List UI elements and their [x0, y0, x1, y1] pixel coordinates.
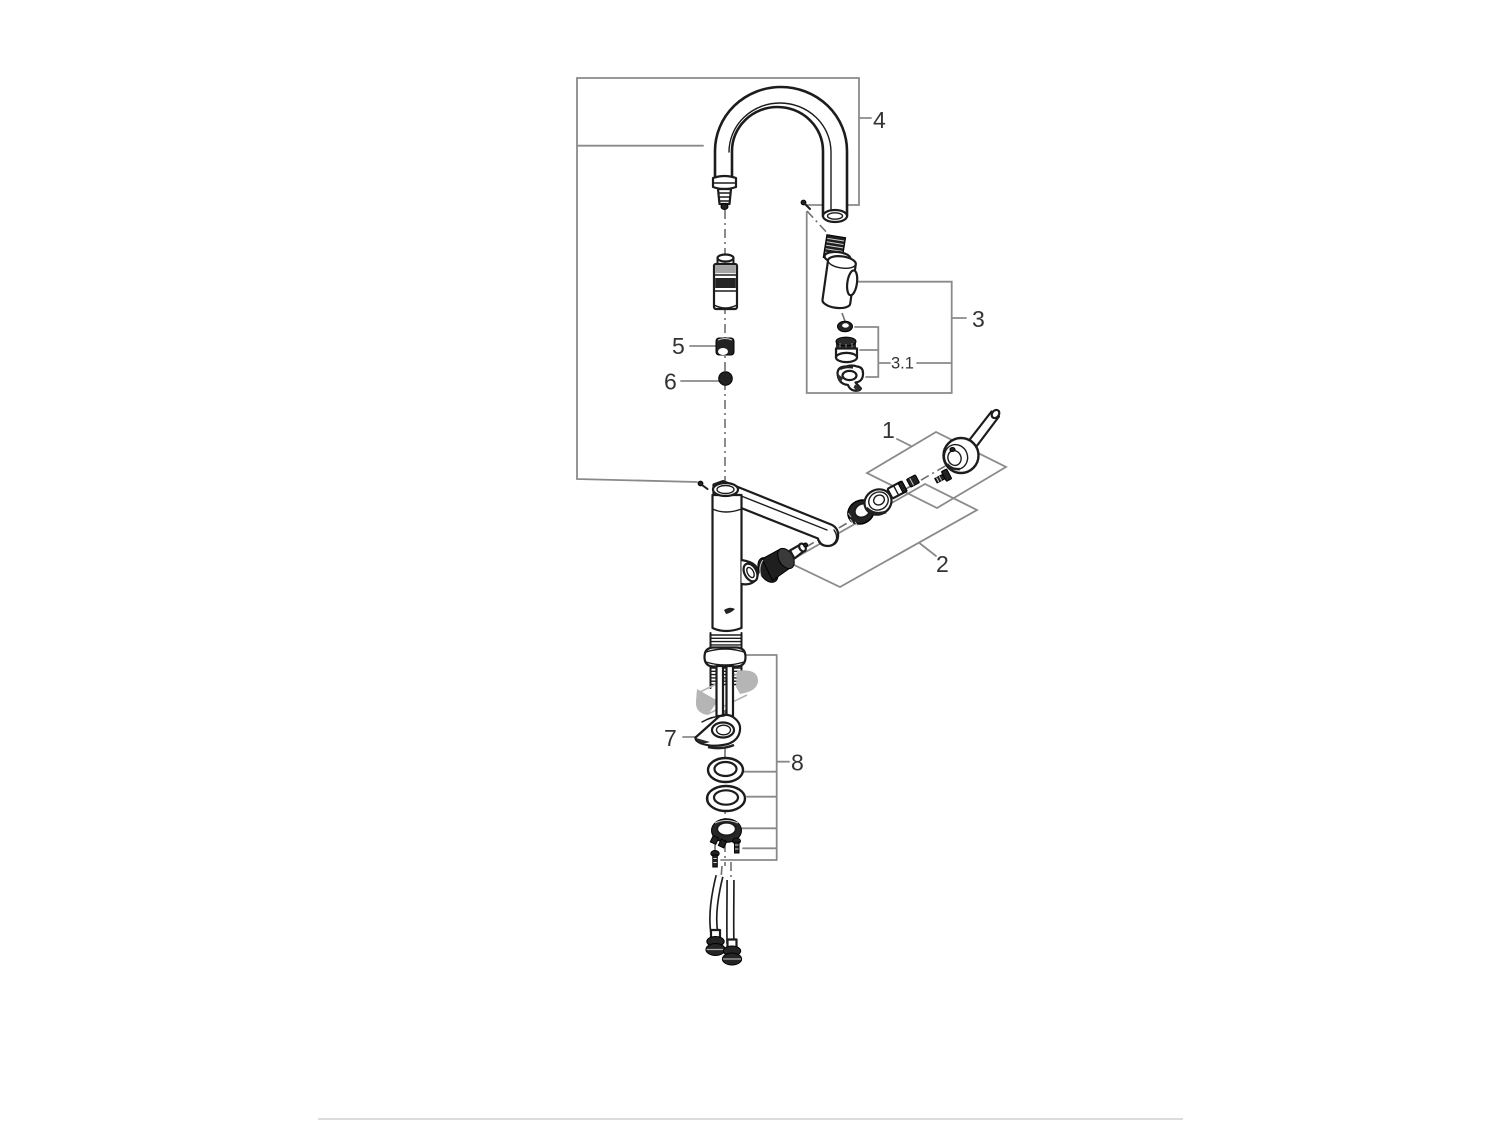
callout-bracket-8 [720, 654, 790, 861]
part-label-6: 6 [664, 369, 677, 395]
clamp-ring-drawing [707, 818, 742, 849]
mousseur-3-1 [834, 336, 859, 364]
callout-bracket-3 [805, 211, 967, 394]
cartridge-drawing [757, 542, 808, 583]
grub-screw-drawing [906, 474, 920, 488]
callout-ticks [680, 345, 721, 738]
part-label-2: 2 [936, 551, 949, 577]
part-6-drawing [718, 371, 733, 386]
hose-connector-left [705, 928, 726, 956]
wing-nut-drawing [694, 713, 742, 750]
supply-hoses [705, 874, 743, 966]
spout-drawing [711, 85, 849, 224]
hose-connector-part [712, 253, 739, 311]
supply-stubs [715, 664, 735, 718]
part-5-drawing [715, 337, 735, 356]
callout-bracket-4 [576, 77, 872, 483]
o-ring-1 [706, 756, 745, 784]
spout-set-screw-top [800, 199, 811, 210]
callout-panel-1 [865, 430, 1008, 510]
hose-connector-right [721, 938, 743, 966]
handle-screw-drawing [934, 468, 952, 484]
part-label-5: 5 [672, 333, 685, 359]
adapter-drawing [886, 480, 908, 500]
body-set-screw [697, 480, 709, 490]
faucet-body-drawing [711, 479, 840, 633]
part-label-1: 1 [882, 417, 895, 443]
mounting-screw-right [732, 837, 741, 854]
mounting-screw-left [710, 850, 720, 868]
dome-cap-drawing [863, 488, 893, 516]
callout-bracket-3-1 [854, 326, 953, 378]
part-labels: 1 2 3 3.1 4 5 6 7 8 [664, 107, 985, 776]
part-label-7: 7 [664, 725, 677, 751]
part-label-3-1: 3.1 [891, 355, 914, 373]
lever-handle-drawing [942, 408, 1001, 475]
spray-head-drawing [821, 234, 859, 310]
o-ring-2 [705, 784, 747, 813]
spanner-tool-3-1 [836, 364, 865, 392]
part-label-3: 3 [972, 306, 985, 332]
washer-3-1 [837, 320, 853, 333]
part-label-4: 4 [873, 107, 886, 133]
part-label-8: 8 [791, 750, 804, 776]
